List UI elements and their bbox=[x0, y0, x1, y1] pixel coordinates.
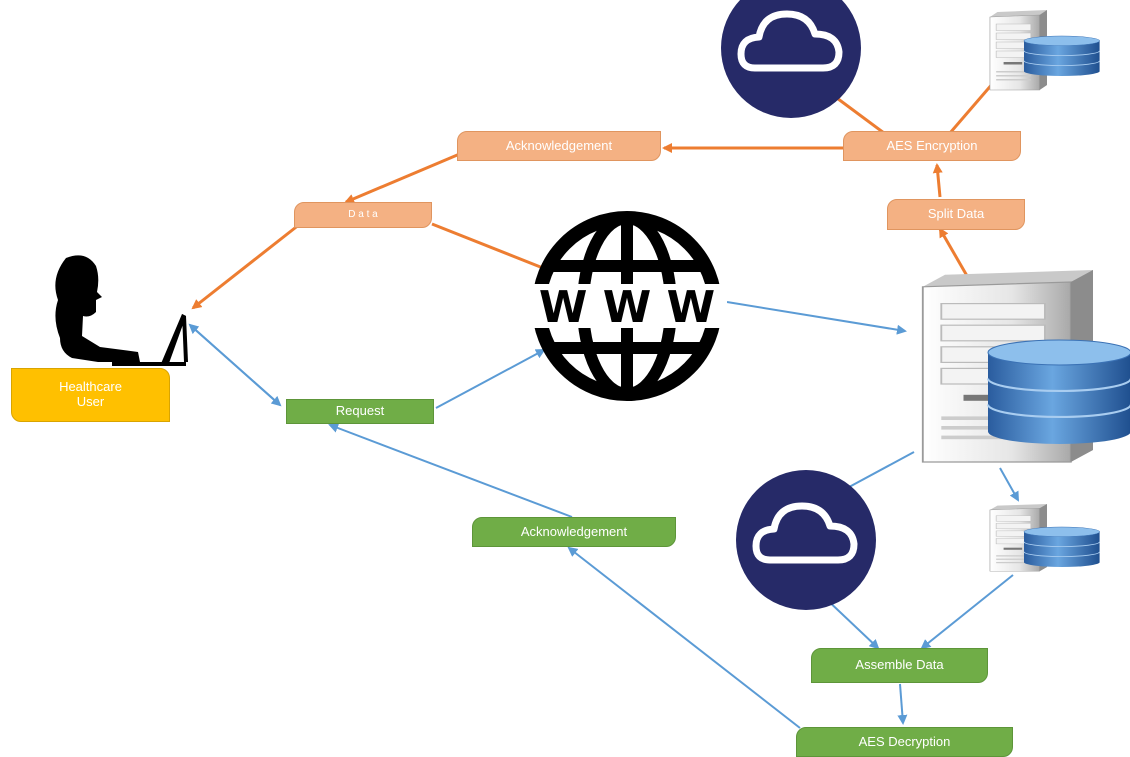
database-icon bbox=[986, 338, 1130, 446]
arrow-data-to-www bbox=[431, 222, 550, 272]
acknowledgement-box-top: Acknowledgement bbox=[457, 131, 661, 161]
database-icon bbox=[1023, 526, 1101, 568]
arrow-acknowledgement-to-request bbox=[328, 423, 573, 518]
aes-decryption-box: AES Decryption bbox=[796, 727, 1013, 757]
request-box: Request bbox=[286, 399, 434, 424]
arrow-server-to-storage bbox=[999, 467, 1019, 502]
arrow-data-to-user bbox=[191, 222, 301, 310]
arrow-acknowledgement-to-data bbox=[344, 151, 463, 204]
arrow-assemble-to-decryption bbox=[897, 683, 908, 725]
arrow-request-to-www bbox=[435, 349, 546, 409]
www-label: W W W bbox=[539, 282, 715, 333]
database-icon bbox=[1023, 35, 1101, 77]
arrow-www-to-server bbox=[726, 301, 907, 335]
aes-encryption-box: AES Encryption bbox=[843, 131, 1021, 161]
split-data-box: Split Data bbox=[887, 199, 1025, 230]
globe-www-icon: W W W bbox=[527, 211, 727, 401]
arrow-split-data-to-aes-encryption bbox=[932, 163, 943, 198]
acknowledgement-box-bottom: Acknowledgement bbox=[472, 517, 676, 547]
orange-arrows bbox=[191, 73, 1002, 310]
arrow-storage-to-assemble bbox=[920, 574, 1014, 650]
arrow-decryption-to-acknowledgement bbox=[567, 546, 801, 729]
healthcare-user-box: Healthcare User bbox=[11, 368, 170, 422]
data-box: D a t a bbox=[294, 202, 432, 228]
cloud-icon bbox=[736, 470, 876, 610]
assemble-data-box: Assemble Data bbox=[811, 648, 988, 683]
arrow-user-to-request bbox=[189, 324, 282, 407]
person-at-laptop-icon bbox=[55, 255, 188, 366]
